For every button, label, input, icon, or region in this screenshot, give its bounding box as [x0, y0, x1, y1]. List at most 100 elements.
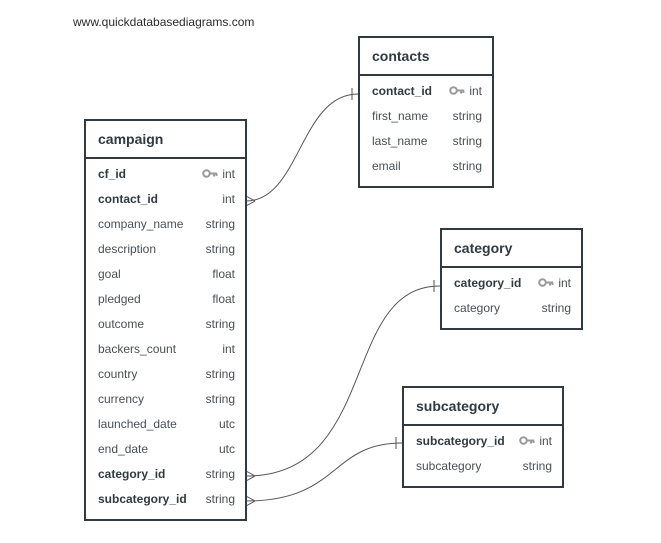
- field-type: string: [205, 491, 235, 506]
- field-type-cell: string: [206, 492, 235, 506]
- field-row[interactable]: cf_id int: [86, 161, 245, 186]
- crowfoot-campaign-contact: [245, 195, 256, 207]
- relationship-campaign-subcategory: [245, 442, 403, 502]
- field-type-cell: string: [542, 301, 571, 315]
- field-row[interactable]: first_name string: [360, 103, 492, 128]
- field-type-cell: string: [206, 217, 235, 231]
- field-name: subcategory: [416, 458, 482, 473]
- relationship-campaign-category: [245, 285, 441, 477]
- field-type: utc: [218, 416, 235, 431]
- field-type-cell: string: [206, 242, 235, 256]
- field-type: string: [205, 391, 235, 406]
- field-row[interactable]: goal float: [86, 261, 245, 286]
- field-name: pledged: [98, 291, 141, 306]
- field-type: int: [469, 83, 482, 98]
- field-row[interactable]: backers_count int: [86, 336, 245, 361]
- watermark: www.quickdatabasediagrams.com: [73, 15, 255, 29]
- field-type-cell: string: [206, 392, 235, 406]
- field-name: goal: [98, 266, 121, 281]
- field-type: string: [452, 133, 482, 148]
- field-type-cell: int: [222, 342, 235, 356]
- field-type: float: [212, 291, 235, 306]
- field-row[interactable]: subcategory_id string: [86, 486, 245, 511]
- field-name: subcategory_id: [416, 433, 505, 448]
- field-type: int: [222, 166, 235, 181]
- field-name: email: [372, 158, 401, 173]
- field-type-cell: int: [538, 276, 571, 290]
- field-type: string: [205, 216, 235, 231]
- field-name: category_id: [454, 275, 522, 290]
- field-row[interactable]: email string: [360, 153, 492, 178]
- field-type-cell: string: [453, 109, 482, 123]
- table-header[interactable]: campaign: [86, 121, 245, 159]
- field-name: backers_count: [98, 341, 177, 356]
- table-header[interactable]: category: [442, 230, 581, 268]
- table-category[interactable]: category category_id int category string: [440, 228, 583, 330]
- field-name: contact_id: [98, 191, 159, 206]
- key-icon: [519, 436, 535, 445]
- field-type-cell: utc: [219, 442, 235, 456]
- field-type: string: [205, 241, 235, 256]
- field-type: utc: [218, 441, 235, 456]
- field-name: contact_id: [372, 83, 433, 98]
- field-row[interactable]: contact_id int: [360, 78, 492, 103]
- key-icon: [538, 278, 554, 287]
- field-list: category_id int category string: [442, 268, 581, 320]
- table-header[interactable]: subcategory: [404, 388, 562, 426]
- field-name: outcome: [98, 316, 145, 331]
- crowfoot-campaign-subcategory: [245, 495, 256, 507]
- field-type: string: [541, 300, 571, 315]
- field-type: int: [558, 275, 571, 290]
- field-row[interactable]: subcategory string: [404, 453, 562, 478]
- field-row[interactable]: subcategory_id int: [404, 428, 562, 453]
- field-name: category_id: [98, 466, 166, 481]
- field-type-cell: float: [212, 292, 235, 306]
- field-row[interactable]: description string: [86, 236, 245, 261]
- field-type-cell: string: [453, 159, 482, 173]
- field-name: company_name: [98, 216, 184, 231]
- field-type: int: [539, 433, 552, 448]
- field-type-cell: int: [519, 434, 552, 448]
- field-type: string: [452, 158, 482, 173]
- field-name: category: [454, 300, 501, 315]
- field-row[interactable]: pledged float: [86, 286, 245, 311]
- field-name: description: [98, 241, 157, 256]
- field-type: int: [222, 191, 235, 206]
- field-row[interactable]: contact_id int: [86, 186, 245, 211]
- field-row[interactable]: category string: [442, 295, 581, 320]
- field-name: first_name: [372, 108, 429, 123]
- field-type: string: [205, 366, 235, 381]
- field-type: string: [522, 458, 552, 473]
- relationship-campaign-contacts: [245, 93, 359, 202]
- field-type: int: [222, 341, 235, 356]
- field-type-cell: int: [222, 192, 235, 206]
- field-name: cf_id: [98, 166, 127, 181]
- field-name: subcategory_id: [98, 491, 187, 506]
- field-name: currency: [98, 391, 145, 406]
- field-type: float: [212, 266, 235, 281]
- table-header[interactable]: contacts: [360, 38, 492, 76]
- field-type: string: [205, 466, 235, 481]
- field-row[interactable]: category_id int: [442, 270, 581, 295]
- field-type-cell: int: [449, 84, 482, 98]
- key-icon: [202, 169, 218, 178]
- field-type-cell: string: [206, 367, 235, 381]
- field-row[interactable]: category_id string: [86, 461, 245, 486]
- field-type: string: [452, 108, 482, 123]
- field-row[interactable]: company_name string: [86, 211, 245, 236]
- field-list: subcategory_id int subcategory string: [404, 426, 562, 478]
- field-row[interactable]: currency string: [86, 386, 245, 411]
- field-type-cell: utc: [219, 417, 235, 431]
- crowfoot-campaign-category: [245, 470, 256, 482]
